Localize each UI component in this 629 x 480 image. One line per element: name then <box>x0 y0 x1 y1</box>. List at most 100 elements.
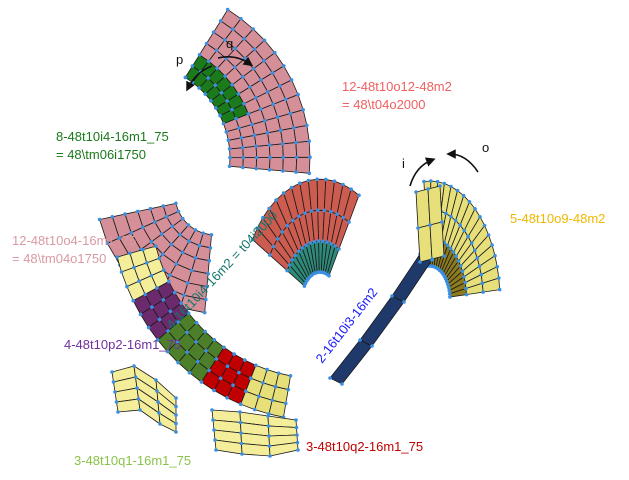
mesh-node <box>214 106 218 110</box>
mesh-node <box>280 142 285 146</box>
mesh-node <box>275 115 280 119</box>
mesh-node <box>270 398 275 403</box>
mesh-node <box>225 396 229 400</box>
mesh-node <box>265 90 270 94</box>
mesh-node <box>254 96 258 100</box>
mesh-node <box>292 126 296 130</box>
mesh-node <box>266 414 270 418</box>
mesh-node <box>475 256 480 260</box>
mesh-node <box>300 246 305 250</box>
mesh-node <box>254 155 259 160</box>
mesh-node <box>309 209 314 213</box>
mesh-node <box>252 407 257 412</box>
mesh-node <box>266 424 271 428</box>
mesh-node <box>209 233 214 237</box>
mesh-node <box>225 99 229 103</box>
mesh-node <box>234 116 238 121</box>
mesh-node <box>193 256 198 260</box>
mesh-node <box>157 256 162 261</box>
mesh-node <box>156 400 160 404</box>
mesh-node <box>495 264 500 269</box>
mesh-node <box>241 155 246 160</box>
mesh-node <box>328 376 332 380</box>
mesh-node <box>115 255 119 259</box>
mesh-node <box>180 250 185 255</box>
mesh-node <box>497 287 502 292</box>
mesh-node <box>273 384 278 389</box>
mesh-node <box>277 84 282 88</box>
mesh-node <box>138 312 143 317</box>
mesh-node <box>315 177 319 181</box>
mesh-node <box>169 242 174 247</box>
mesh-node <box>161 298 166 302</box>
shell-middle-red <box>250 177 361 288</box>
mesh-node <box>212 428 216 432</box>
mesh-node <box>204 297 208 302</box>
mesh-node <box>225 364 230 369</box>
mesh-node <box>295 433 299 437</box>
label-group-12-red-line1: 12-48t10o12-48m2 <box>342 79 452 94</box>
mesh-node <box>294 140 298 145</box>
mesh-node <box>259 78 263 82</box>
mesh-node <box>138 408 142 412</box>
mesh-node <box>254 166 258 171</box>
mesh-node <box>132 364 136 368</box>
mesh-node <box>135 386 139 390</box>
mesh-node <box>143 292 147 297</box>
mesh-node <box>347 220 351 224</box>
mesh-node <box>418 260 422 264</box>
mesh-node <box>214 448 218 452</box>
dir-label-o: o <box>482 140 489 155</box>
mesh-node <box>261 216 265 220</box>
mesh-element <box>429 221 445 260</box>
mesh-node <box>105 241 110 246</box>
mesh-node <box>290 258 294 262</box>
mesh-element <box>417 224 433 263</box>
mesh-node <box>155 389 159 393</box>
mesh-node <box>308 155 312 159</box>
mesh-node <box>125 284 129 289</box>
mesh-node <box>307 171 312 176</box>
arrow-p <box>186 65 213 92</box>
mesh-node <box>174 262 179 266</box>
mesh-node <box>223 38 227 42</box>
mesh-node <box>197 86 201 90</box>
mesh-node <box>472 248 477 253</box>
mesh-node <box>160 252 165 256</box>
mesh-node <box>288 374 293 378</box>
mesh-node <box>296 92 300 97</box>
mesh-node <box>446 285 451 290</box>
mesh-node <box>237 126 241 130</box>
mesh-node <box>370 344 374 348</box>
mesh-node <box>193 228 198 232</box>
mesh-node <box>218 376 223 381</box>
mesh-node <box>242 37 246 41</box>
mesh-node <box>207 258 211 263</box>
mesh-node <box>480 281 485 286</box>
mesh-node <box>194 340 198 344</box>
mesh-node <box>449 214 453 219</box>
mesh-node <box>153 220 157 224</box>
mesh-node <box>154 244 158 248</box>
mesh-node <box>490 243 494 247</box>
mesh-node <box>238 402 243 407</box>
mesh-node <box>123 212 127 216</box>
mesh-node <box>233 65 237 69</box>
mesh-node <box>267 168 272 172</box>
mesh-node <box>493 253 497 258</box>
mesh-node <box>218 113 222 118</box>
mesh-node <box>280 230 285 234</box>
mesh-node <box>267 434 271 438</box>
mesh-node <box>167 279 171 284</box>
mesh-node <box>146 325 151 330</box>
mesh-node <box>132 265 136 270</box>
mesh-node <box>210 408 214 412</box>
mesh-node <box>265 131 270 135</box>
mesh-node <box>194 320 199 325</box>
mesh-node <box>212 338 217 342</box>
mesh-node <box>239 431 243 435</box>
label-group-12-pink-line2: = 48\tm04o1750 <box>12 251 107 266</box>
mesh-node <box>148 206 153 211</box>
mesh-node <box>197 243 202 248</box>
mesh-node <box>463 280 468 285</box>
